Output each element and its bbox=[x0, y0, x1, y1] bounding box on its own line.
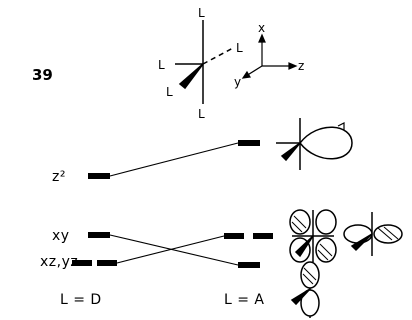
level-right-xy bbox=[238, 262, 260, 268]
ligand-label-left: L bbox=[158, 58, 165, 72]
levels-right bbox=[224, 140, 273, 268]
molecule-sketch bbox=[175, 20, 234, 104]
axis-label-y: y bbox=[234, 75, 241, 89]
ligand-label-wedge: L bbox=[166, 85, 173, 99]
level-right-z2 bbox=[238, 140, 260, 146]
level-left-z2 bbox=[88, 173, 110, 179]
level-label-z2: z² bbox=[52, 169, 66, 185]
orbital-z2-sketch bbox=[276, 118, 353, 170]
level-right-yz bbox=[253, 233, 273, 239]
level-left-xz bbox=[72, 260, 92, 266]
line-xy bbox=[109, 234, 239, 266]
orbital-xy-sketch bbox=[290, 261, 320, 318]
level-label-xy: xy bbox=[52, 228, 70, 244]
ligand-label-top: L bbox=[198, 6, 205, 20]
correlation-lines bbox=[109, 142, 239, 266]
level-label-xz-yz: xz,yz bbox=[40, 254, 78, 270]
orbital-xz-sketch bbox=[289, 209, 337, 263]
line-z2 bbox=[109, 142, 239, 177]
level-left-yz bbox=[97, 260, 117, 266]
axis-triad bbox=[241, 33, 298, 79]
footer-label-left: L = D bbox=[60, 292, 102, 308]
line-xz-yz bbox=[116, 235, 225, 264]
level-right-xz bbox=[224, 233, 244, 239]
axis-label-z: z bbox=[298, 59, 304, 73]
orbital-yz-sketch bbox=[343, 212, 403, 256]
ligand-label-back: L bbox=[236, 41, 243, 55]
ligand-label-bottom: L bbox=[198, 107, 205, 121]
bond-wedge bbox=[178, 63, 204, 90]
bond-back-dashed bbox=[202, 47, 234, 65]
axis-label-x: x bbox=[258, 21, 265, 35]
footer-label-right: L = A bbox=[224, 292, 265, 308]
levels-left bbox=[72, 173, 117, 266]
level-left-xy bbox=[88, 232, 110, 238]
figure-number: 39 bbox=[32, 66, 53, 84]
